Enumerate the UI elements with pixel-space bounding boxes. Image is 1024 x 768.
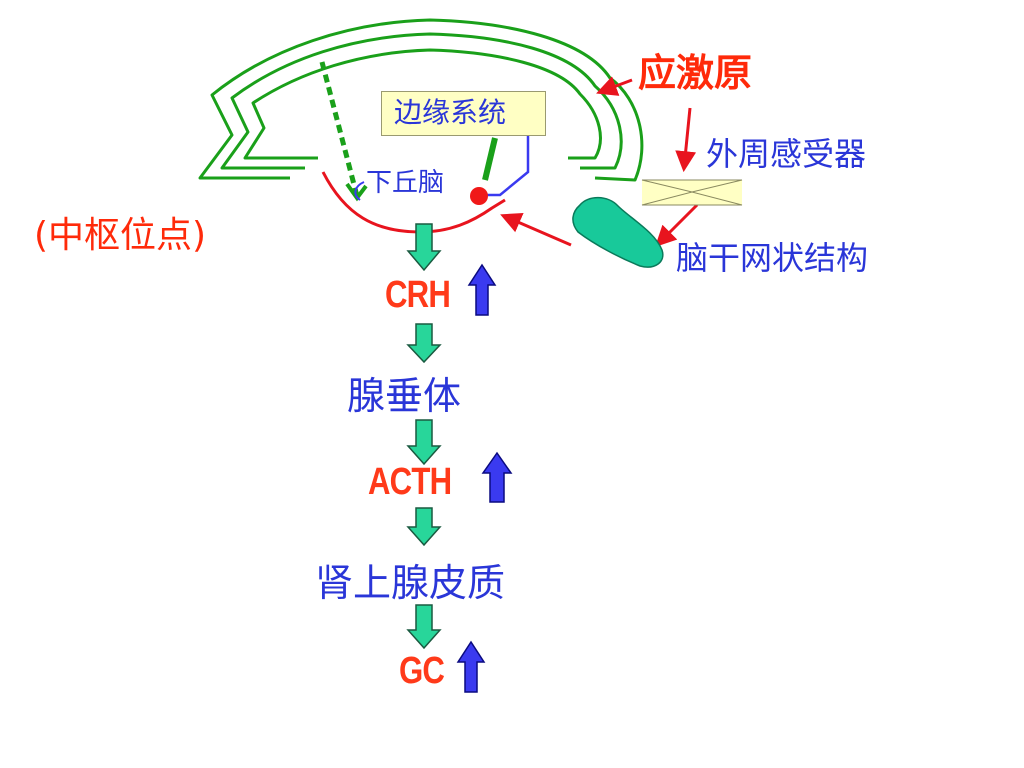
- brainstem-reticular-label: 脑干网状结构: [676, 239, 869, 277]
- stressor-label: 应激原: [638, 51, 753, 95]
- receptor-symbol: [641, 179, 743, 206]
- crh-label: CRH: [385, 274, 451, 316]
- flow-arrow-1: [406, 223, 442, 272]
- flow-arrows: [406, 223, 442, 650]
- limbic-system-box: [381, 91, 546, 136]
- flow-arrow-4: [406, 507, 442, 547]
- brainstem-blob: [572, 196, 664, 268]
- peripheral-receptor-label: 外周感受器: [706, 135, 867, 173]
- flow-arrow-2: [406, 323, 442, 364]
- increase-arrows: [456, 263, 513, 693]
- blue-bracket-small: [354, 181, 365, 201]
- hypothalamus-node: [470, 187, 488, 205]
- limbic-system-label: 边缘系统: [394, 96, 507, 129]
- crh-up-arrow: [467, 263, 497, 316]
- brain-outline: [198, 18, 644, 182]
- flow-arrow-5: [406, 604, 442, 650]
- central-site-label: (中枢位点): [34, 215, 207, 256]
- flow-arrow-3: [406, 419, 442, 466]
- gc-label: GC: [399, 650, 445, 692]
- adrenal-cortex-label: 肾上腺皮质: [315, 561, 506, 605]
- hypothalamus-label: 下丘脑: [366, 168, 445, 198]
- pituitary-label: 腺垂体: [347, 374, 462, 418]
- acth-label: ACTH: [368, 461, 452, 503]
- gc-up-arrow: [456, 640, 486, 693]
- acth-up-arrow: [481, 451, 513, 503]
- red-pathway-arrows: [500, 76, 699, 247]
